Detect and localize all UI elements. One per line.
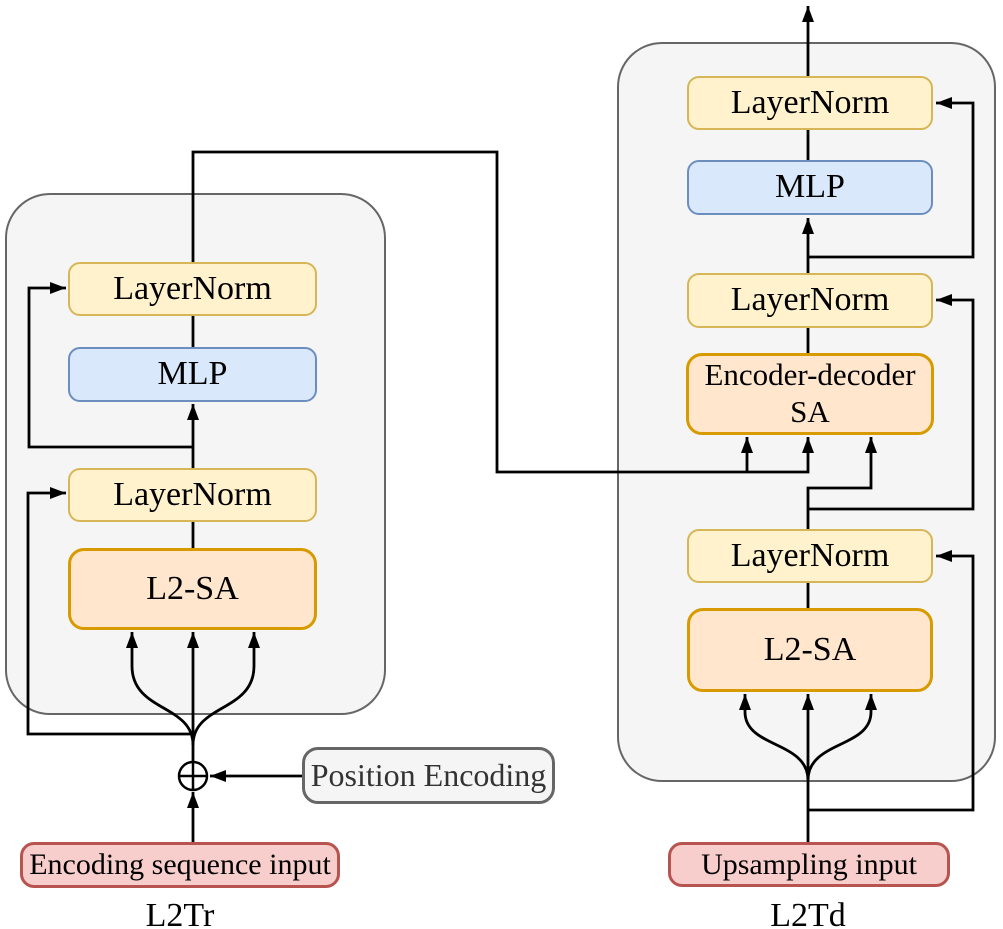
- decoder-fan-right-arrow: [806, 694, 877, 781]
- decoder-residual-sa-arrow: [808, 550, 975, 812]
- decoder-residual-mlp-arrow: [808, 97, 975, 259]
- encoder-residual-sa-arrow: [26, 487, 193, 736]
- encoder-layernorm-bottom-box: LayerNorm: [68, 468, 317, 522]
- encoder-output-to-decoder-arrow: [191, 150, 814, 474]
- upsampling-input-box: Upsampling input: [668, 842, 950, 887]
- decoder-fan-left-arrow: [739, 694, 810, 781]
- encoder-layernorm-top-box: LayerNorm: [68, 262, 317, 316]
- decoder-residual-encdec-arrow: [808, 294, 975, 511]
- encoding-sequence-input-box: Encoding sequence input: [20, 842, 340, 888]
- encoder-l2sa-box: L2-SA: [68, 548, 317, 630]
- add-icon: [177, 760, 209, 792]
- decoder-mlp-box: MLP: [687, 160, 933, 215]
- decoder-encdec-sa-box: Encoder-decoder SA: [686, 353, 934, 435]
- encoder-fan-right-arrow: [191, 632, 260, 746]
- decoder-layernorm-bottom-box: LayerNorm: [687, 529, 933, 583]
- encoder-mlp-box: MLP: [68, 347, 317, 402]
- encoder-residual-mlp-arrow: [27, 282, 193, 449]
- decoder-l2sa-box: L2-SA: [687, 608, 933, 692]
- decoder-label: L2Td: [770, 897, 846, 929]
- encoder-fan-left-arrow: [126, 632, 195, 746]
- decoder-query-to-encdec-arrow: [806, 437, 877, 529]
- decoder-layernorm-mid-box: LayerNorm: [687, 273, 933, 328]
- decoder-layernorm-top-box: LayerNorm: [687, 76, 933, 130]
- encoder-label: L2Tr: [145, 897, 215, 929]
- position-encoding-box: Position Encoding: [302, 747, 555, 804]
